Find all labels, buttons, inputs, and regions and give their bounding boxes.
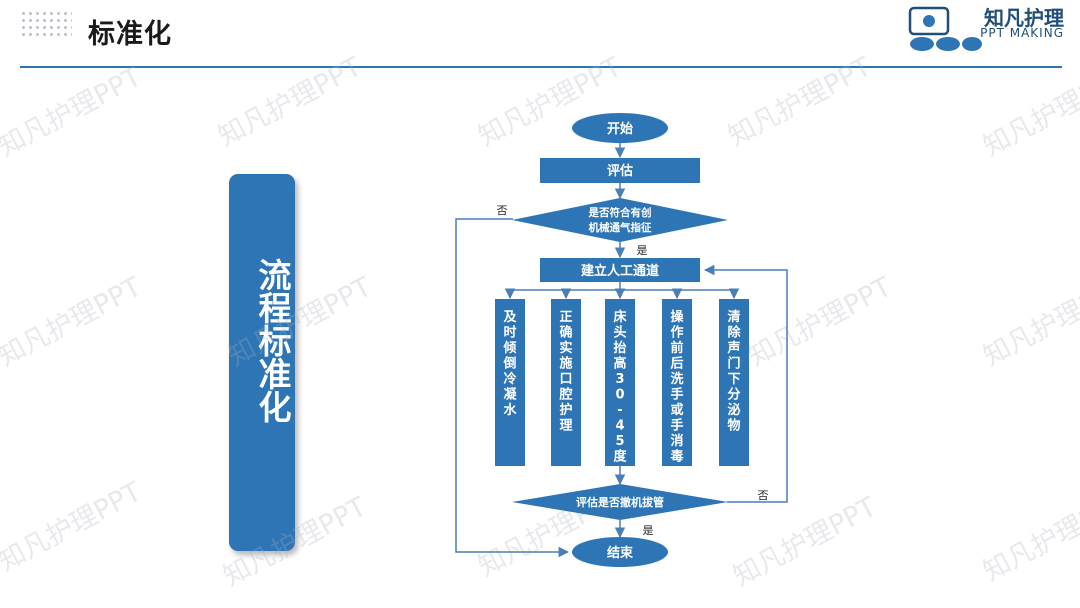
step-box-3 xyxy=(605,299,635,466)
start-label: 开始 xyxy=(607,121,633,137)
brand-logo: 知凡护理 PPT MAKING xyxy=(908,0,1068,56)
decision1-line2: 机械通气指征 xyxy=(589,221,652,234)
step-box-2 xyxy=(551,299,581,466)
step-label-2: 正确实施口腔护理 xyxy=(558,310,572,434)
decision2-yes-label: 是 xyxy=(643,524,654,537)
step-box-1 xyxy=(495,299,525,466)
end-node xyxy=(572,537,668,567)
end-label: 结束 xyxy=(607,545,634,561)
connector-no-to-end xyxy=(455,218,570,558)
step-label-4: 操作前后洗手或手消毒 xyxy=(670,309,683,465)
step-label-1: 及时倾倒冷凝水 xyxy=(502,310,517,418)
page-title: 标准化 xyxy=(88,19,172,50)
process-standard-panel: 流程标准化 xyxy=(229,174,295,551)
step-box-5 xyxy=(719,299,749,466)
process-standard-label: 流程标准化 xyxy=(253,258,292,423)
decision-weaning-extubation xyxy=(512,484,728,520)
decision-mv-indication xyxy=(512,198,728,242)
logo-icon xyxy=(908,6,982,51)
airway-label: 建立人工通道 xyxy=(581,263,659,279)
assess-node xyxy=(540,158,700,183)
airway-node xyxy=(540,258,700,282)
decision1-yes-label: 是 xyxy=(637,244,648,257)
header-divider xyxy=(20,66,1062,68)
step-label-5: 清除声门下分泌物 xyxy=(726,309,741,434)
decision1-no-label: 否 xyxy=(497,204,508,217)
decision1-line1: 是否符合有创 xyxy=(588,206,652,219)
assess-label: 评估 xyxy=(607,163,633,179)
decorative-dots xyxy=(20,10,72,38)
start-node xyxy=(572,113,668,143)
decision2-label: 评估是否撤机拔管 xyxy=(576,495,664,509)
logo-text: 知凡护理 xyxy=(984,6,1064,30)
decision2-no-label: 否 xyxy=(758,489,769,502)
step-box-4 xyxy=(662,299,692,466)
logo-subtitle: PPT MAKING xyxy=(980,26,1064,40)
connector-no-to-airway xyxy=(703,264,788,503)
